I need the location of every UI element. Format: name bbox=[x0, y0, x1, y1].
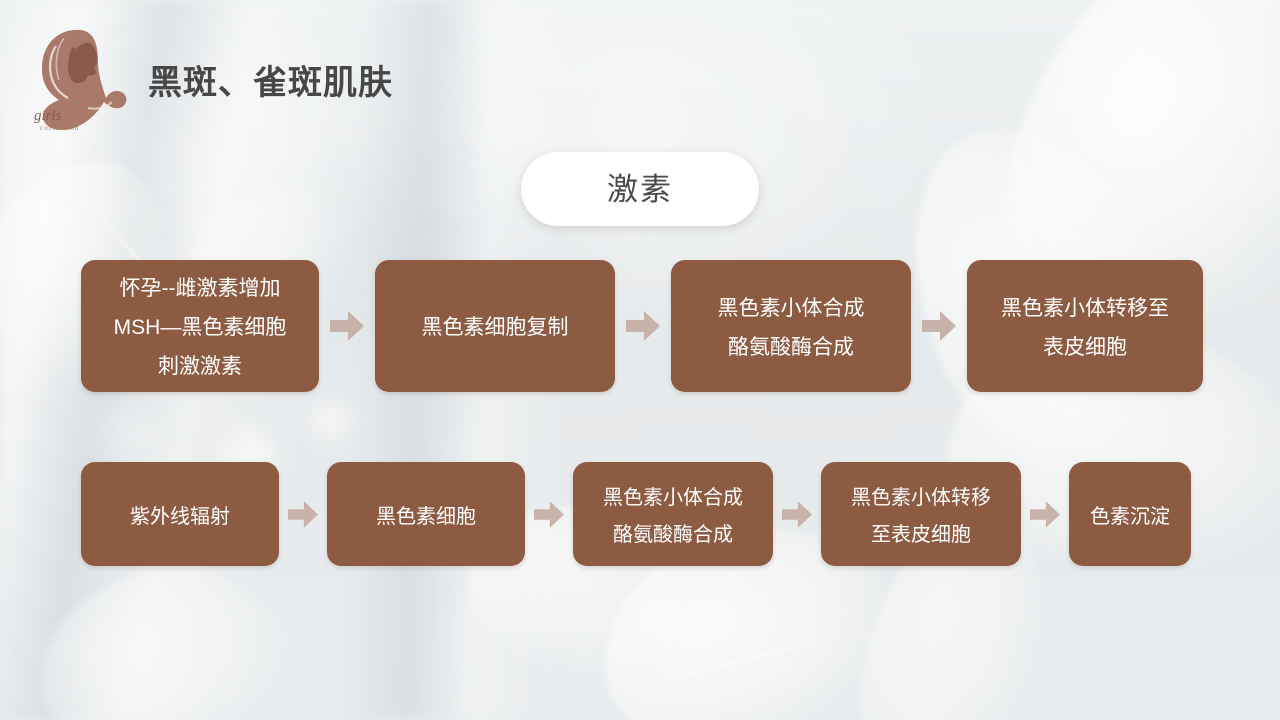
flow-node[interactable]: 黑色素小体转移 至表皮细胞 bbox=[821, 462, 1021, 566]
flow-arrow-icon bbox=[615, 311, 671, 341]
flow-arrow-icon bbox=[525, 500, 573, 528]
flow-node[interactable]: 紫外线辐射 bbox=[81, 462, 279, 566]
feather-decor bbox=[31, 556, 309, 720]
flow-node-line: 黑色素小体合成 bbox=[603, 487, 743, 509]
flow-arrow-icon bbox=[279, 500, 327, 528]
flow-node[interactable]: 黑色素小体转移至 表皮细胞 bbox=[967, 260, 1203, 392]
flow-node-line: 黑色素细胞复制 bbox=[421, 316, 569, 339]
flow-node-line: MSH—黑色素细胞 bbox=[113, 316, 287, 339]
flow-node-line: 色素沉淀 bbox=[1090, 505, 1170, 528]
flow-row-uv: 紫外线辐射 黑色素细胞 黑色素小体合成 酪氨酸酶合成 黑色素小体转移 bbox=[81, 462, 1191, 566]
flow-node-line: 刺激激素 bbox=[158, 355, 242, 378]
flow-node[interactable]: 黑色素细胞复制 bbox=[375, 260, 615, 392]
slide-header: girls collection girls collection 黑斑、雀斑肌… bbox=[26, 24, 393, 136]
flow-node-line: 酪氨酸酶合成 bbox=[728, 335, 854, 359]
flow-node-line: 黑色素小体转移至 bbox=[1001, 296, 1169, 320]
flow-node[interactable]: 怀孕--雌激素增加 MSH—黑色素细胞 刺激激素 bbox=[81, 260, 319, 392]
girls-collection-logo: girls collection girls collection bbox=[26, 24, 130, 136]
flow-node-line: 紫外线辐射 bbox=[130, 505, 230, 528]
flow-node[interactable]: 黑色素细胞 bbox=[327, 462, 525, 566]
logo-brand-line-2: collection bbox=[40, 124, 80, 132]
flow-node-line: 酪氨酸酶合成 bbox=[613, 524, 733, 546]
flow-arrow-icon bbox=[773, 500, 821, 528]
hormone-pill-label: 激素 bbox=[607, 171, 673, 207]
page-title: 黑斑、雀斑肌肤 bbox=[148, 64, 393, 102]
flow-node-line: 表皮细胞 bbox=[1043, 335, 1127, 359]
flow-node[interactable]: 色素沉淀 bbox=[1069, 462, 1191, 566]
flow-node-line: 黑色素小体转移 bbox=[851, 487, 991, 509]
logo-brand-line-1: girls bbox=[34, 108, 62, 124]
flow-node[interactable]: 黑色素小体合成 酪氨酸酶合成 bbox=[671, 260, 911, 392]
feather-quill-decor bbox=[944, 180, 1126, 242]
flow-arrow-icon bbox=[1021, 500, 1069, 528]
flow-node-line: 怀孕--雌激素增加 bbox=[119, 277, 281, 300]
feather-quill-decor bbox=[623, 626, 877, 692]
flow-arrow-icon bbox=[911, 311, 967, 341]
flow-node-line: 黑色素小体合成 bbox=[717, 296, 865, 320]
hormone-pill: 激素 bbox=[521, 152, 759, 226]
flow-arrow-icon bbox=[319, 311, 375, 341]
logo-brand-line-2-text: collection bbox=[26, 136, 27, 137]
flow-node-line: 至表皮细胞 bbox=[871, 524, 971, 546]
flow-node-line: 黑色素细胞 bbox=[376, 505, 476, 528]
flow-row-hormone: 怀孕--雌激素增加 MSH—黑色素细胞 刺激激素 黑色素细胞复制 黑色素小体合成… bbox=[81, 260, 1203, 392]
flow-node[interactable]: 黑色素小体合成 酪氨酸酶合成 bbox=[573, 462, 773, 566]
feather-quill-decor bbox=[1059, 0, 1251, 127]
logo-brand-line-1-text: girls bbox=[26, 136, 27, 137]
